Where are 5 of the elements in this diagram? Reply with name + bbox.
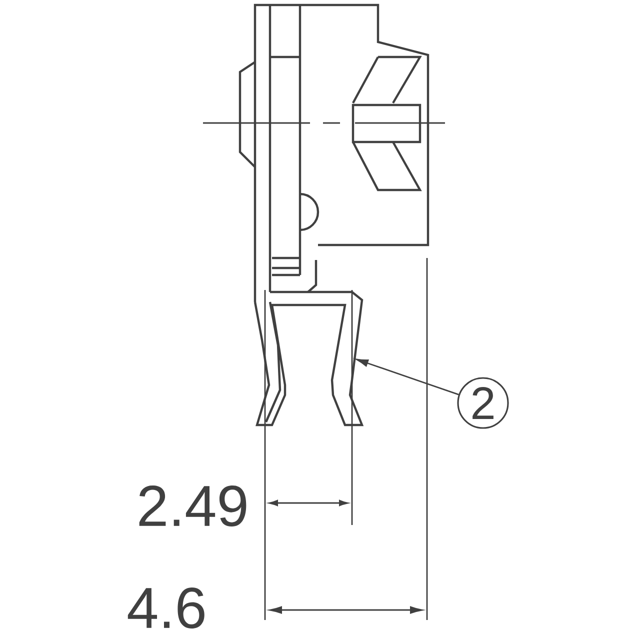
callout-number: 2 [457,377,509,429]
dimension-value: 4.6 [128,588,204,628]
leader-line [356,358,459,396]
spring-contact-drawing [254,290,364,426]
dimension-value: 2.49 [139,486,246,526]
